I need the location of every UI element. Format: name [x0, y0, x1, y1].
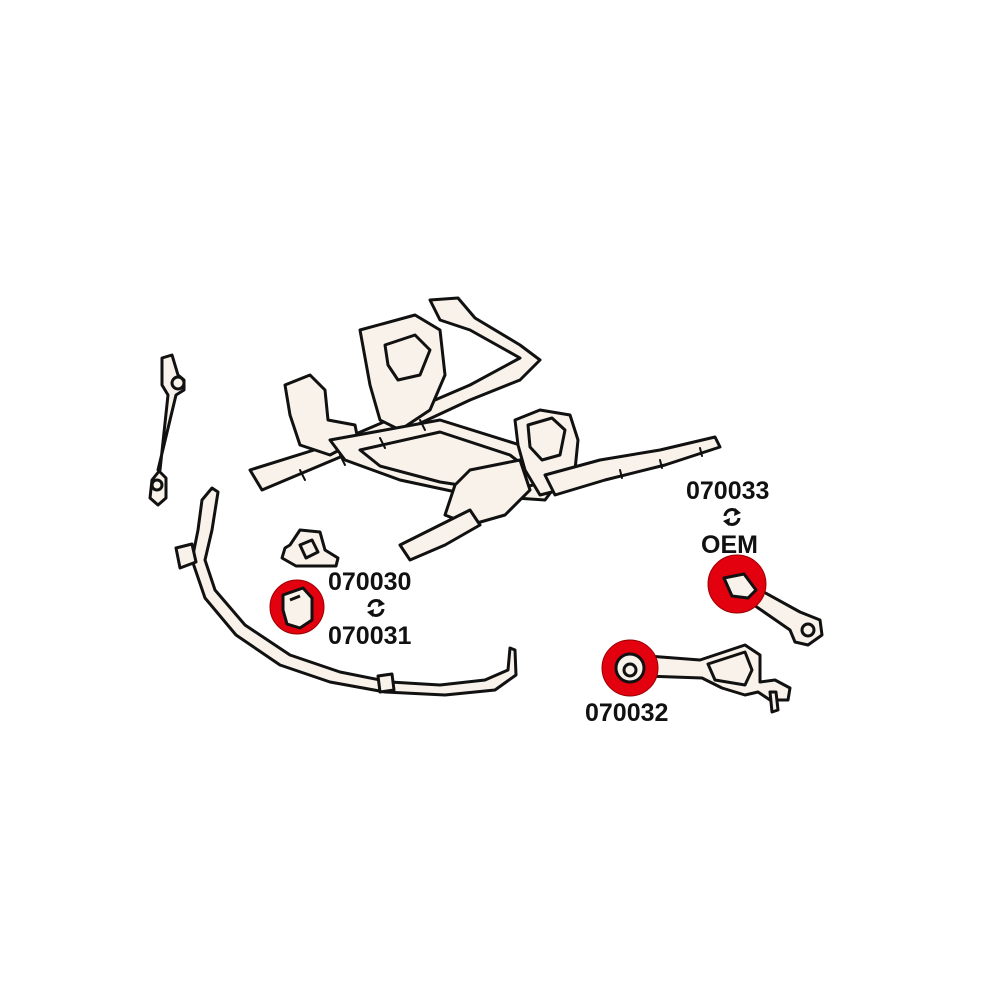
oem-label: OEM [701, 531, 758, 559]
swap-arrows-icon [723, 508, 741, 526]
front-subframe [248, 296, 722, 562]
swap-arrows-icon [367, 599, 385, 617]
part-number-070031: 070031 [328, 622, 412, 650]
tension-rod-bushing [722, 572, 758, 600]
part-number-070033: 070033 [686, 477, 770, 505]
part-number-070032: 070032 [585, 699, 669, 727]
anti-roll-bar [174, 486, 518, 697]
stabilizer-bushing [281, 586, 314, 630]
control-arm-bushing [614, 652, 646, 684]
part-number-070030: 070030 [328, 568, 412, 596]
control-arm [628, 643, 792, 714]
bushing-bracket [280, 528, 340, 568]
stabilizer-end-link [148, 353, 186, 507]
